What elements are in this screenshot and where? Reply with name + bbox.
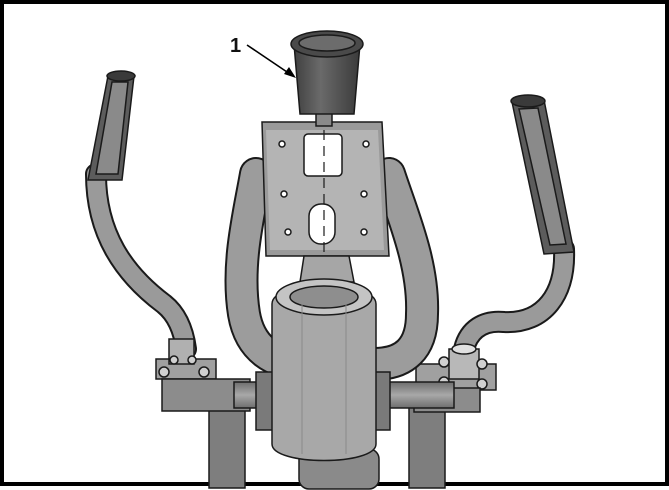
callout-label: 1 <box>230 35 241 57</box>
center-column <box>255 278 391 462</box>
right-grip <box>510 94 575 255</box>
left-handlebar <box>85 163 197 360</box>
elliptical-illustration: 1 <box>85 30 576 490</box>
cup-holder-part <box>290 30 364 127</box>
right-handlebar <box>453 238 576 360</box>
mast <box>299 255 355 283</box>
callout-1: 1 <box>230 35 296 78</box>
console-plate <box>261 114 390 294</box>
left-grip <box>87 70 136 181</box>
